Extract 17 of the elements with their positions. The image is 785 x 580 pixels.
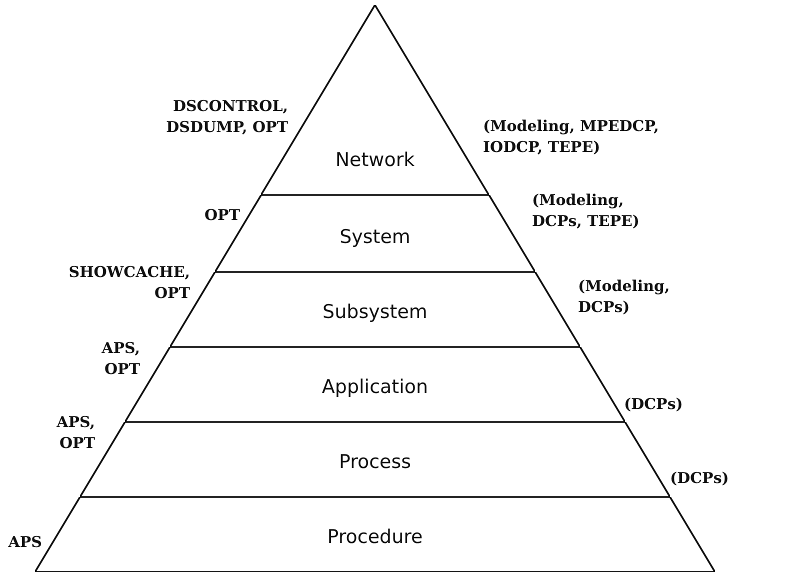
- tool-label: (DCPs): [624, 394, 683, 415]
- tool-label: OPT: [203, 205, 240, 226]
- layer-name: System: [340, 226, 410, 248]
- tool-label: APS, OPT: [56, 412, 95, 454]
- layer-name: Subsystem: [322, 301, 428, 323]
- tool-label: (Modeling, MPEDCP, IODCP, TEPE): [483, 116, 660, 158]
- tool-label: APS: [7, 532, 42, 553]
- layer-name: Procedure: [327, 526, 423, 548]
- tool-label: APS, OPT: [100, 338, 140, 380]
- tool-label: (Modeling, DCPs, TEPE): [532, 190, 641, 232]
- tool-label: (Modeling, DCPs): [578, 276, 671, 318]
- layer-name: Network: [335, 149, 415, 171]
- layer-name: Process: [338, 451, 412, 473]
- layer-name: Application: [322, 376, 428, 398]
- tool-label: SHOWCACHE, OPT: [68, 262, 190, 304]
- tool-label: DSCONTROL, DSDUMP, OPT: [165, 96, 288, 138]
- tool-label: (DCPs): [670, 468, 729, 489]
